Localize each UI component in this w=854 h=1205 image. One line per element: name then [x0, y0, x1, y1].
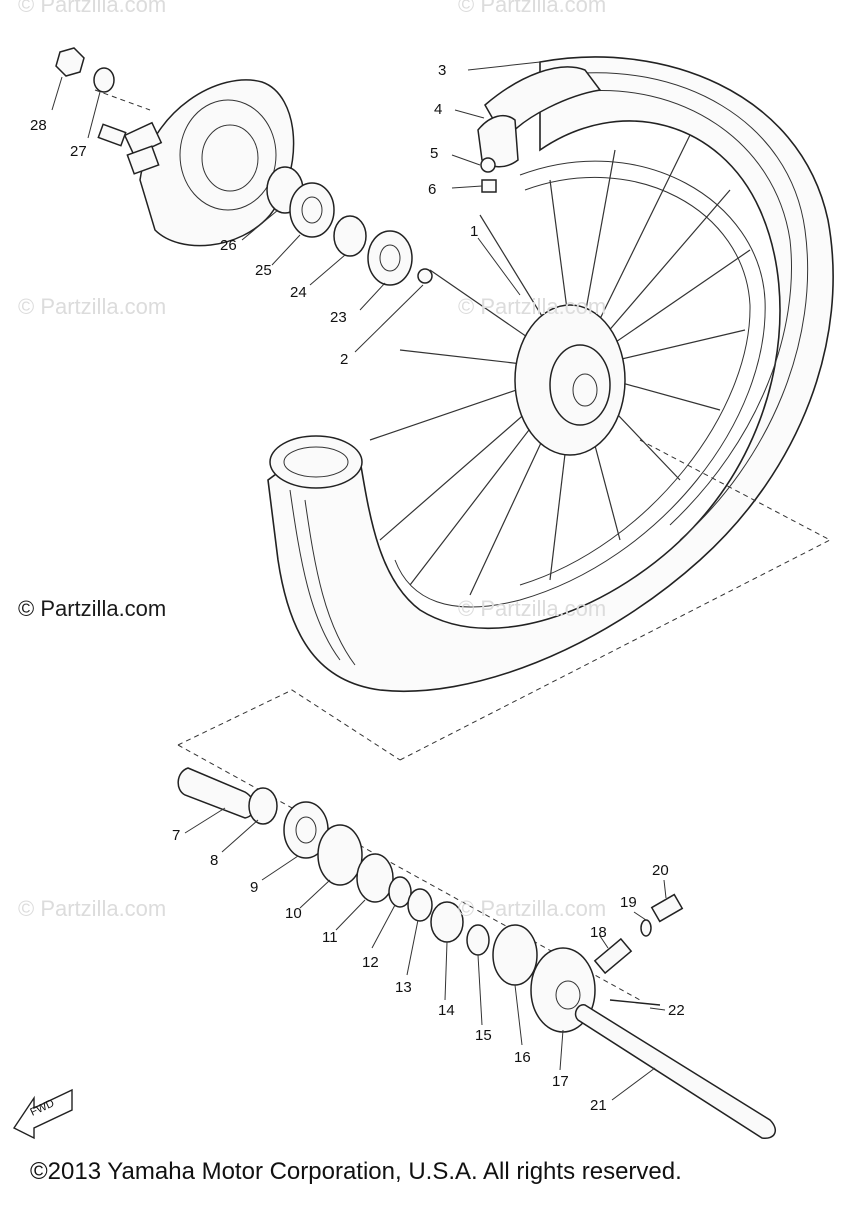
callout-25: 25: [255, 262, 272, 279]
callout-14: 14: [438, 1002, 455, 1019]
callout-24: 24: [290, 284, 307, 301]
nipple-2: [417, 268, 433, 284]
watermark-left-dark: © Partzilla.com: [18, 596, 167, 621]
callout-27: 27: [70, 143, 87, 160]
callout-13: 13: [395, 979, 412, 996]
callout-15: 15: [475, 1027, 492, 1044]
watermark-wheel-center: © Partzilla.com: [458, 596, 607, 621]
callout-1: 1: [470, 223, 479, 240]
nut-28: [55, 47, 85, 77]
leader-lines: [51, 61, 667, 1101]
callout-6: 6: [428, 181, 437, 198]
front-arrow-icon: [12, 1088, 73, 1140]
copyright-notice: ©2013 Yamaha Motor Corporation, U.S.A. A…: [30, 1158, 682, 1185]
callout-20: 20: [652, 862, 669, 879]
callout-16: 16: [514, 1049, 531, 1066]
watermark-mid-left: © Partzilla.com: [18, 294, 167, 319]
callout-23: 23: [330, 309, 347, 326]
tire: [267, 56, 834, 693]
callout-19: 19: [620, 894, 637, 911]
rim: [394, 160, 766, 608]
callout-5: 5: [430, 145, 439, 162]
callout-28: 28: [30, 117, 47, 134]
callout-8: 8: [210, 852, 219, 869]
callout-12: 12: [362, 954, 379, 971]
brake-plate: [123, 79, 295, 247]
callout-7: 7: [172, 827, 181, 844]
callout-17: 17: [552, 1073, 569, 1090]
bearing-23: [367, 230, 413, 286]
watermark-bottom-center: © Partzilla.com: [458, 896, 607, 921]
tire-cross-section: [269, 435, 363, 489]
callout-18: 18: [590, 924, 607, 941]
spacer-24: [333, 215, 367, 257]
callout-9: 9: [250, 879, 259, 896]
watermark-top-right: © Partzilla.com: [458, 0, 607, 17]
callout-3: 3: [438, 62, 447, 79]
washer: [93, 67, 115, 93]
callout-22: 22: [668, 1002, 685, 1019]
lower-axle-parts: [177, 767, 777, 1139]
hub: [514, 304, 626, 456]
watermark-top-left: © Partzilla.com: [18, 0, 167, 17]
watermark-bottom-left: © Partzilla.com: [18, 896, 167, 921]
callout-11: 11: [322, 929, 338, 946]
callout-10: 10: [285, 905, 302, 922]
callout-2: 2: [340, 351, 349, 368]
bearing-25: [289, 182, 335, 238]
callout-4: 4: [434, 101, 443, 118]
callout-21: 21: [590, 1097, 607, 1114]
watermark-mid-center: © Partzilla.com: [458, 294, 607, 319]
callout-26: 26: [220, 237, 237, 254]
bolt-27: [97, 123, 127, 147]
tube-and-flap: [477, 66, 602, 193]
assembly-line-left: [177, 689, 401, 761]
